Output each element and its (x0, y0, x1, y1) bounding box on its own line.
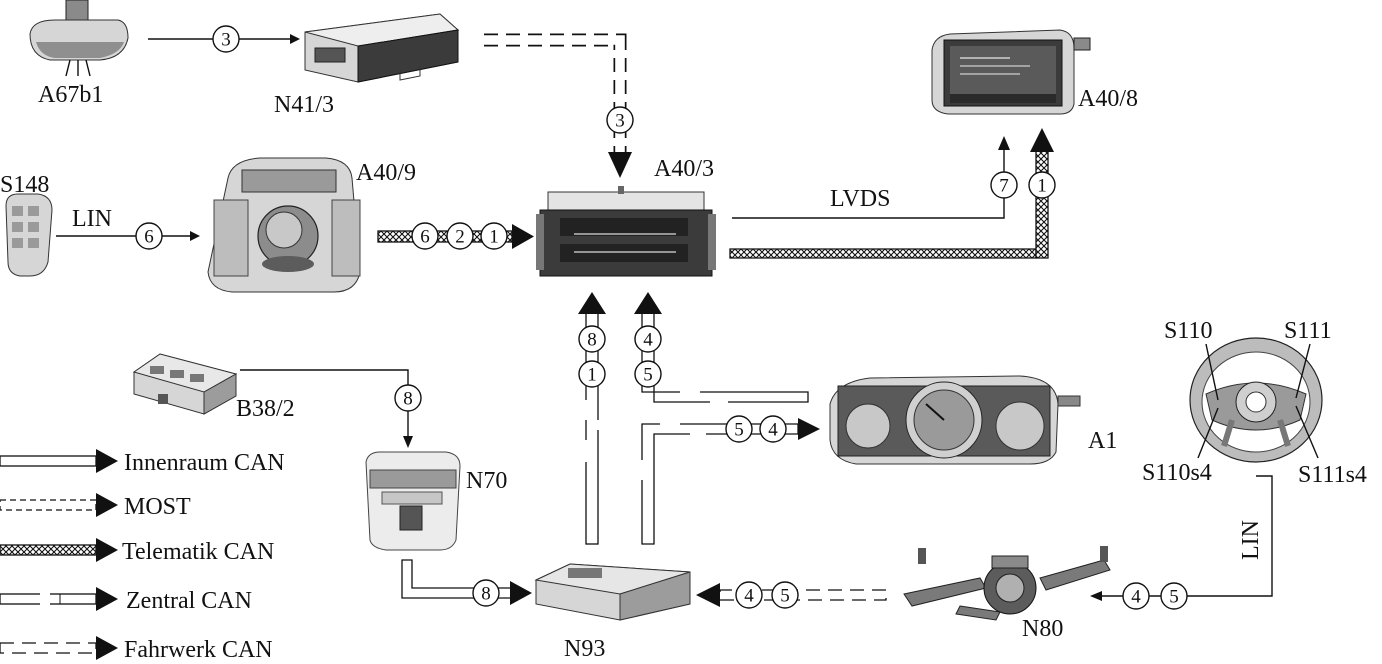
legend-telematik-label: Telematik CAN (122, 539, 274, 565)
legend-fahrwerk: Fahrwerk CAN (0, 636, 273, 663)
svg-text:4: 4 (643, 330, 653, 351)
signal-5-lin: 5 (1160, 582, 1188, 610)
b38-2-device (132, 353, 238, 415)
legend-telematik: Telematik CAN (0, 538, 274, 565)
label-b38-2: B38/2 (236, 396, 295, 422)
label-a40-9: A40/9 (356, 160, 416, 186)
most-link-n41-3-a40-3 (484, 33, 632, 178)
svg-text:5: 5 (734, 420, 744, 441)
label-a67b1: A67b1 (38, 82, 103, 108)
label-a40-8: A40/8 (1078, 86, 1138, 112)
n80-device (903, 546, 1111, 621)
legend-innenraum-label: Innenraum CAN (124, 450, 285, 476)
a1-device (829, 375, 1081, 465)
label-lin-right: LIN (1238, 520, 1264, 560)
svg-text:1: 1 (489, 227, 499, 248)
svg-text:4: 4 (1131, 587, 1141, 608)
legend-fahrwerk-label: Fahrwerk CAN (124, 637, 273, 663)
a40-8-device (931, 29, 1091, 115)
signal-3-most: 3 (606, 106, 634, 134)
signal-2-telematik: 2 (446, 222, 474, 250)
signal-8-zentral: 8 (578, 325, 606, 353)
svg-text:6: 6 (144, 227, 154, 248)
signal-4-fahrwerk: 4 (735, 581, 763, 609)
steering-wheel-device (1189, 337, 1323, 463)
svg-text:2: 2 (455, 227, 465, 248)
signal-4-a1: 4 (759, 415, 787, 443)
telematik-link-a40-9-a40-3 (377, 224, 534, 249)
signal-6-telematik: 6 (411, 222, 439, 250)
signal-4-zentral: 4 (634, 325, 662, 353)
a67b1-device (29, 0, 129, 77)
svg-text:4: 4 (768, 420, 778, 441)
label-s111s4: S111s4 (1298, 462, 1367, 488)
signal-1-a40-8: 1 (1028, 171, 1056, 199)
lin-link-s148-a40-9 (56, 231, 200, 241)
label-lin-left: LIN (72, 206, 112, 232)
svg-text:8: 8 (587, 330, 597, 351)
signal-5-zentral: 5 (634, 360, 662, 388)
legend-most: MOST (0, 493, 191, 520)
legend-zentral-label: Zentral CAN (126, 588, 252, 614)
label-s148: S148 (0, 172, 49, 198)
n93-device (534, 563, 691, 621)
n70-device (365, 451, 461, 551)
svg-text:3: 3 (221, 30, 231, 51)
label-n70: N70 (466, 468, 507, 494)
label-n93: N93 (564, 636, 605, 662)
signal-8-b38-2: 8 (394, 384, 422, 412)
legend-most-label: MOST (124, 494, 191, 520)
svg-text:1: 1 (587, 365, 597, 386)
zentral-link-n93-a1-a40-3 (634, 292, 820, 545)
signal-4-lin: 4 (1122, 582, 1150, 610)
legend: Innenraum CAN MOST Telematik CAN Zentral… (0, 449, 285, 663)
svg-text:4: 4 (744, 586, 754, 607)
signal-6-lin: 6 (135, 222, 163, 250)
label-s110: S110 (1164, 318, 1212, 344)
svg-text:5: 5 (1169, 587, 1179, 608)
signal-1-telematik: 1 (480, 222, 508, 250)
signal-5-fahrwerk: 5 (771, 581, 799, 609)
n41-3-device (304, 13, 460, 83)
label-a1: A1 (1088, 428, 1117, 454)
legend-zentral: Zentral CAN (0, 587, 252, 614)
svg-text:5: 5 (780, 586, 790, 607)
label-a40-3: A40/3 (654, 156, 714, 182)
label-lvds: LVDS (830, 186, 890, 212)
svg-text:5: 5 (643, 365, 653, 386)
signal-3-top: 3 (212, 25, 240, 53)
legend-innenraum: Innenraum CAN (0, 449, 285, 476)
signal-7-lvds: 7 (990, 171, 1018, 199)
label-n80: N80 (1022, 616, 1063, 642)
a40-3-device (536, 186, 716, 277)
svg-text:1: 1 (1037, 176, 1047, 197)
signal-8-innenraum: 8 (472, 579, 500, 607)
label-s110s4: S110s4 (1142, 460, 1212, 486)
label-s111: S111 (1284, 318, 1332, 344)
signal-1-zentral: 1 (578, 360, 606, 388)
svg-text:6: 6 (420, 227, 430, 248)
a40-9-device (207, 157, 361, 293)
svg-text:3: 3 (615, 111, 625, 132)
signal-5-a1: 5 (725, 415, 753, 443)
innenraum-link-n70-n93 (401, 559, 532, 605)
label-n41-3: N41/3 (274, 92, 334, 118)
svg-text:7: 7 (999, 176, 1009, 197)
svg-text:8: 8 (481, 584, 491, 605)
steering-switch-leaders (1197, 343, 1319, 459)
s148-device (5, 193, 53, 277)
link-b38-2-n70 (240, 369, 413, 448)
svg-text:8: 8 (403, 389, 413, 410)
